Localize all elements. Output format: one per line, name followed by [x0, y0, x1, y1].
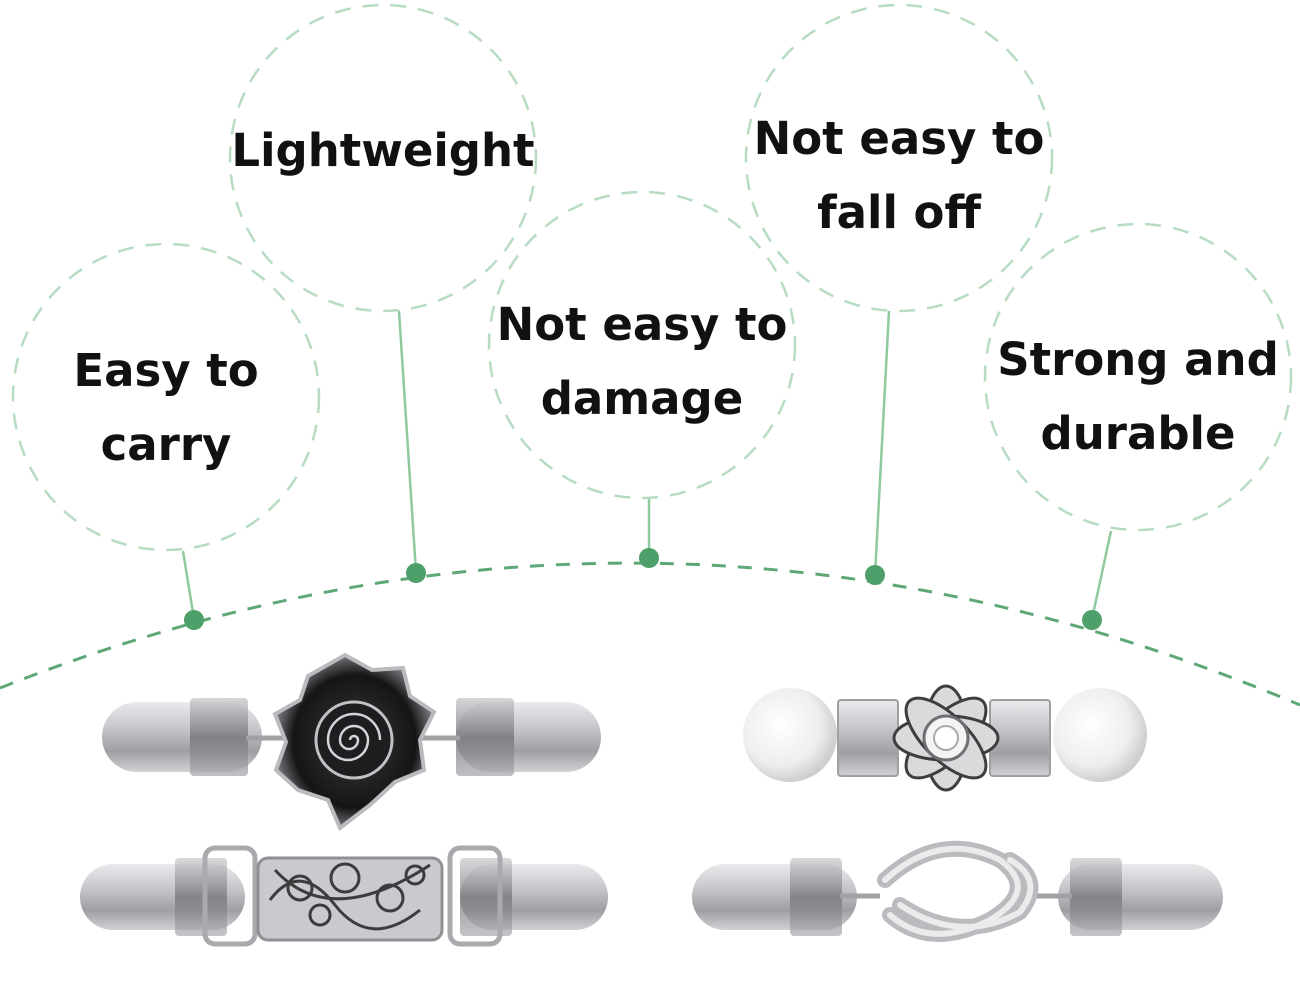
- feature-circle-strong-and-durable: [983, 222, 1293, 532]
- feature-label-line: damage: [540, 372, 744, 425]
- arc-dot-not-easy-to-damage: [639, 548, 659, 568]
- connector-not-easy-to-fall-off: [873, 310, 891, 576]
- arc-dot-strong-and-durable: [1082, 610, 1102, 630]
- dashed-arc: [0, 561, 1300, 707]
- feature-circle-easy-to-carry: [11, 242, 321, 552]
- feature-label-lightweight: Lightweight: [231, 114, 534, 188]
- feature-label-not-easy-to-damage: Not easy to damage: [497, 288, 788, 436]
- feature-circle-lightweight: [228, 3, 538, 313]
- feature-label-not-easy-to-fall-off: Not easy to fall off: [754, 102, 1045, 250]
- feature-label-line: Lightweight: [231, 124, 535, 177]
- filigree-sweater-clip-icon: [80, 845, 608, 947]
- connector-lightweight: [397, 310, 418, 573]
- connector-strong-and-durable: [1090, 530, 1113, 620]
- knot-sweater-clip-icon: [692, 840, 1223, 942]
- feature-label-line: Strong and: [997, 333, 1279, 386]
- feature-circle-not-easy-to-fall-off: [744, 3, 1054, 313]
- feature-label-line: Easy to: [73, 344, 259, 397]
- feature-label-line: Not easy to: [753, 112, 1045, 165]
- connector-easy-to-carry: [181, 550, 196, 620]
- feature-label-line: durable: [1040, 407, 1236, 460]
- flower-rhinestone-sweater-clip-icon: [743, 684, 1147, 792]
- feature-label-easy-to-carry: Easy to carry: [73, 334, 258, 482]
- feature-circle-not-easy-to-damage: [487, 190, 797, 500]
- feature-label-line: carry: [100, 418, 232, 471]
- arc-dot-not-easy-to-fall-off: [865, 565, 885, 585]
- rose-sweater-clip-icon: [102, 652, 601, 832]
- arc-dot-lightweight: [406, 563, 426, 583]
- feature-label-strong-and-durable: Strong and durable: [997, 323, 1279, 471]
- arc-dot-easy-to-carry: [184, 610, 204, 630]
- feature-label-line: fall off: [817, 186, 981, 239]
- feature-label-line: Not easy to: [496, 298, 788, 351]
